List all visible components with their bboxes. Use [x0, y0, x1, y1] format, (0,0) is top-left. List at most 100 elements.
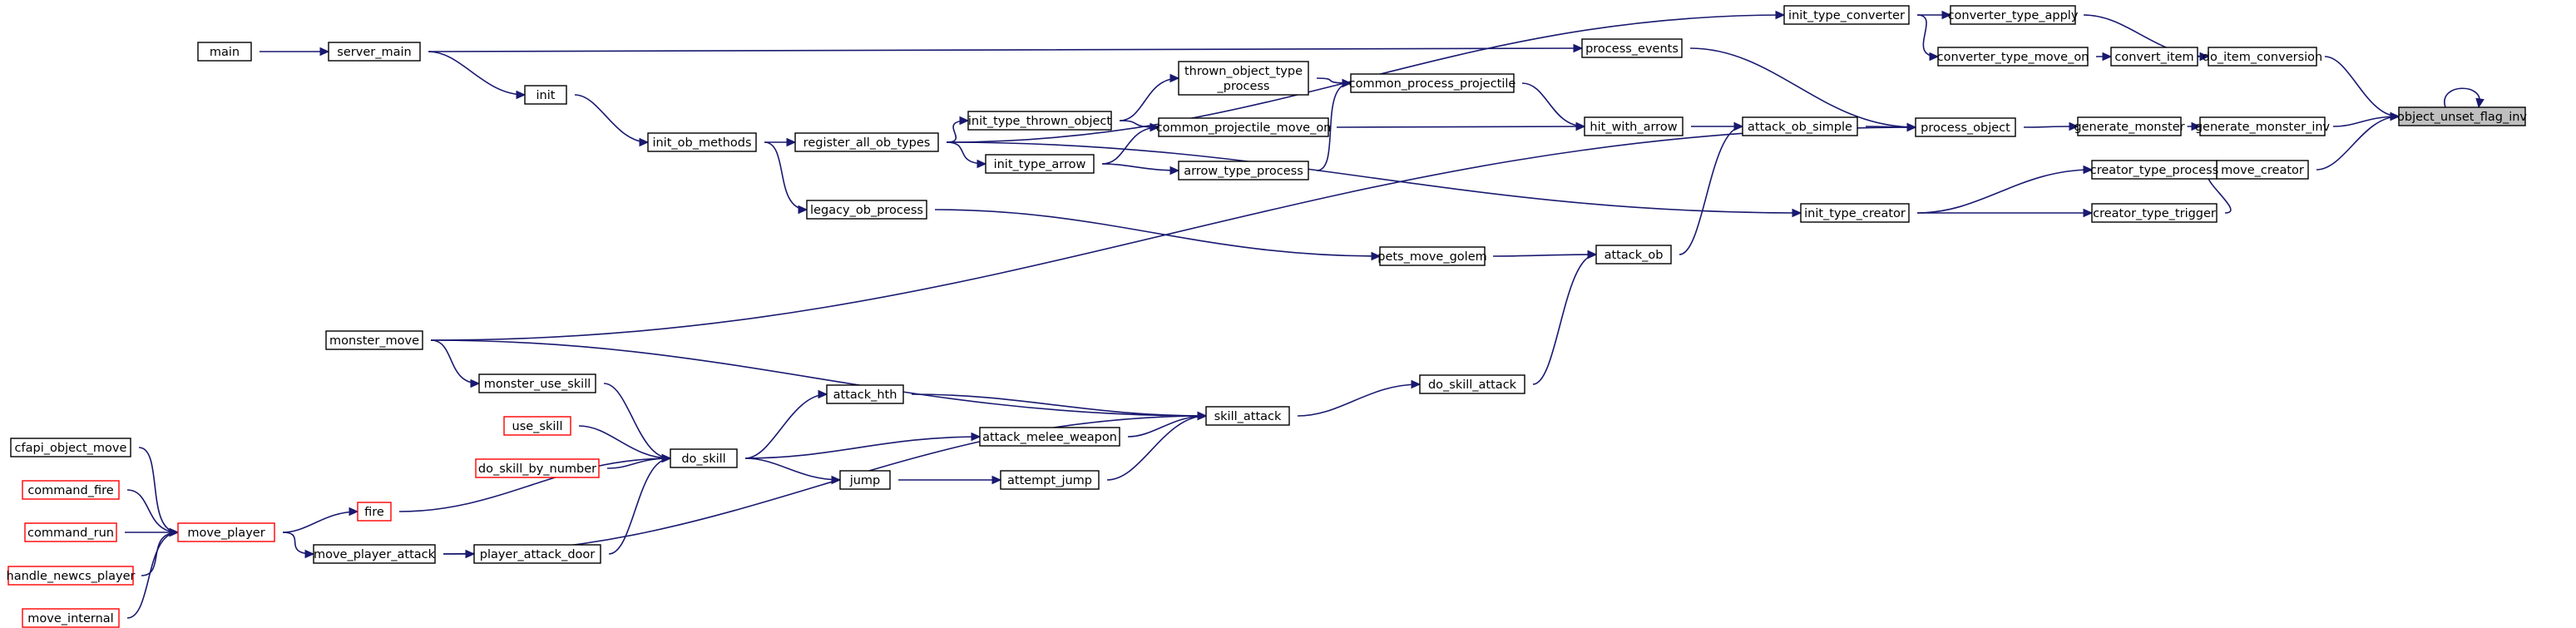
node-common_projectile_move_on[interactable]: common_projectile_move_on: [1156, 117, 1332, 137]
node-box[interactable]: [24, 522, 117, 542]
node-box[interactable]: [670, 448, 738, 468]
node-use_skill[interactable]: use_skill: [503, 416, 571, 436]
node-box[interactable]: [524, 85, 567, 105]
node-box[interactable]: [1783, 5, 1910, 25]
node-box[interactable]: [1178, 161, 1309, 180]
node-box[interactable]: [1205, 406, 1290, 426]
node-box[interactable]: [2208, 47, 2317, 67]
node-box[interactable]: [177, 522, 275, 542]
node-monster_move[interactable]: monster_move: [325, 330, 423, 350]
node-arrow_type_process[interactable]: arrow_type_process: [1178, 161, 1309, 180]
node-box[interactable]: [1178, 61, 1309, 96]
node-box[interactable]: [22, 608, 120, 628]
node-box[interactable]: [1379, 246, 1486, 266]
node-move_internal[interactable]: move_internal: [22, 608, 120, 628]
node-init_type_creator[interactable]: init_type_creator: [1800, 203, 1910, 223]
node-init_ob_methods[interactable]: init_ob_methods: [647, 132, 757, 152]
node-box[interactable]: [503, 416, 571, 436]
node-box[interactable]: [2077, 116, 2182, 136]
node-init[interactable]: init: [524, 85, 567, 105]
node-creator_type_process[interactable]: creator_type_process: [2090, 160, 2219, 180]
node-box[interactable]: [1937, 47, 2089, 67]
node-thrown_object_type_process[interactable]: thrown_object_type_process: [1178, 61, 1309, 96]
node-box[interactable]: [1581, 38, 1683, 58]
node-box[interactable]: [794, 132, 939, 152]
node-box[interactable]: [985, 154, 1095, 174]
node-attack_ob[interactable]: attack_ob: [1595, 245, 1672, 265]
node-box[interactable]: [2091, 160, 2218, 180]
node-process_object[interactable]: process_object: [1915, 117, 2016, 137]
node-command_run[interactable]: command_run: [24, 522, 117, 542]
node-attack_hth[interactable]: attack_hth: [826, 384, 904, 404]
node-box[interactable]: [2199, 116, 2326, 136]
node-generate_monster[interactable]: generate_monster: [2074, 116, 2185, 136]
node-jump[interactable]: jump: [839, 470, 891, 490]
node-handle_newcs_player[interactable]: handle_newcs_player: [7, 566, 136, 586]
node-box[interactable]: [1000, 470, 1100, 490]
node-attack_ob_simple[interactable]: attack_ob_simple: [1742, 116, 1858, 136]
node-box[interactable]: [2091, 203, 2218, 223]
node-box[interactable]: [22, 480, 120, 500]
node-box[interactable]: [1915, 117, 2016, 137]
node-converter_type_apply[interactable]: converter_type_apply: [1948, 5, 2079, 25]
node-box[interactable]: [325, 330, 423, 350]
node-box[interactable]: [979, 427, 1120, 447]
node-pets_move_golem[interactable]: pets_move_golem: [1377, 246, 1487, 266]
node-box[interactable]: [967, 111, 1112, 131]
node-attempt_jump[interactable]: attempt_jump: [1000, 470, 1100, 490]
node-converter_type_move_on[interactable]: converter_type_move_on: [1937, 47, 2089, 67]
node-box[interactable]: [1350, 73, 1515, 93]
node-init_type_thrown_object[interactable]: init_type_thrown_object: [967, 111, 1112, 131]
node-box[interactable]: [478, 373, 596, 393]
node-box[interactable]: [1950, 5, 2076, 25]
node-generate_monster_inv[interactable]: generate_monster_inv: [2195, 116, 2331, 136]
node-command_fire[interactable]: command_fire: [22, 480, 120, 500]
node-box[interactable]: [2398, 106, 2526, 126]
node-box[interactable]: [197, 42, 252, 62]
node-common_process_projectile[interactable]: common_process_projectile: [1349, 73, 1516, 93]
node-box[interactable]: [357, 502, 392, 522]
node-box[interactable]: [826, 384, 904, 404]
node-box[interactable]: [1584, 116, 1684, 136]
node-fire[interactable]: fire: [357, 502, 392, 522]
node-register_all_ob_types[interactable]: register_all_ob_types: [794, 132, 939, 152]
node-attack_melee_weapon[interactable]: attack_melee_weapon: [979, 427, 1120, 447]
node-convert_item[interactable]: convert_item: [2110, 47, 2198, 67]
node-move_player[interactable]: move_player: [177, 522, 275, 542]
node-box[interactable]: [1419, 374, 1525, 394]
node-creator_type_trigger[interactable]: creator_type_trigger: [2091, 203, 2218, 223]
node-skill_attack[interactable]: skill_attack: [1205, 406, 1290, 426]
node-cfapi_object_move[interactable]: cfapi_object_move: [10, 438, 131, 457]
node-box[interactable]: [806, 200, 927, 220]
node-box[interactable]: [1595, 245, 1672, 265]
node-object_unset_flag_inv[interactable]: object_unset_flag_inv: [2397, 106, 2527, 126]
node-player_attack_door[interactable]: player_attack_door: [473, 544, 601, 564]
node-box[interactable]: [839, 470, 891, 490]
node-hit_with_arrow[interactable]: hit_with_arrow: [1584, 116, 1684, 136]
node-label: do_item_conversion: [2203, 51, 2322, 64]
node-init_type_converter[interactable]: init_type_converter: [1783, 5, 1910, 25]
node-box[interactable]: [473, 544, 601, 564]
node-do_skill[interactable]: do_skill: [670, 448, 738, 468]
node-box[interactable]: [328, 42, 421, 62]
node-box[interactable]: [1158, 117, 1329, 137]
node-box[interactable]: [313, 544, 436, 564]
node-box[interactable]: [2110, 47, 2198, 67]
node-legacy_ob_process[interactable]: legacy_ob_process: [806, 200, 927, 220]
node-move_player_attack[interactable]: move_player_attack: [313, 544, 436, 564]
node-do_skill_attack[interactable]: do_skill_attack: [1419, 374, 1525, 394]
node-box[interactable]: [647, 132, 757, 152]
node-server_main[interactable]: server_main: [328, 42, 421, 62]
node-box[interactable]: [475, 458, 600, 478]
node-box[interactable]: [10, 438, 131, 457]
node-box[interactable]: [7, 566, 134, 586]
node-box[interactable]: [1800, 203, 1910, 223]
node-box[interactable]: [1742, 116, 1858, 136]
node-main[interactable]: main: [197, 42, 252, 62]
node-do_item_conversion[interactable]: do_item_conversion: [2203, 47, 2322, 67]
node-process_events[interactable]: process_events: [1581, 38, 1683, 58]
node-init_type_arrow[interactable]: init_type_arrow: [985, 154, 1095, 174]
node-do_skill_by_number[interactable]: do_skill_by_number: [475, 458, 600, 478]
node-monster_use_skill[interactable]: monster_use_skill: [478, 373, 596, 393]
node-move_creator[interactable]: move_creator: [2216, 160, 2309, 180]
